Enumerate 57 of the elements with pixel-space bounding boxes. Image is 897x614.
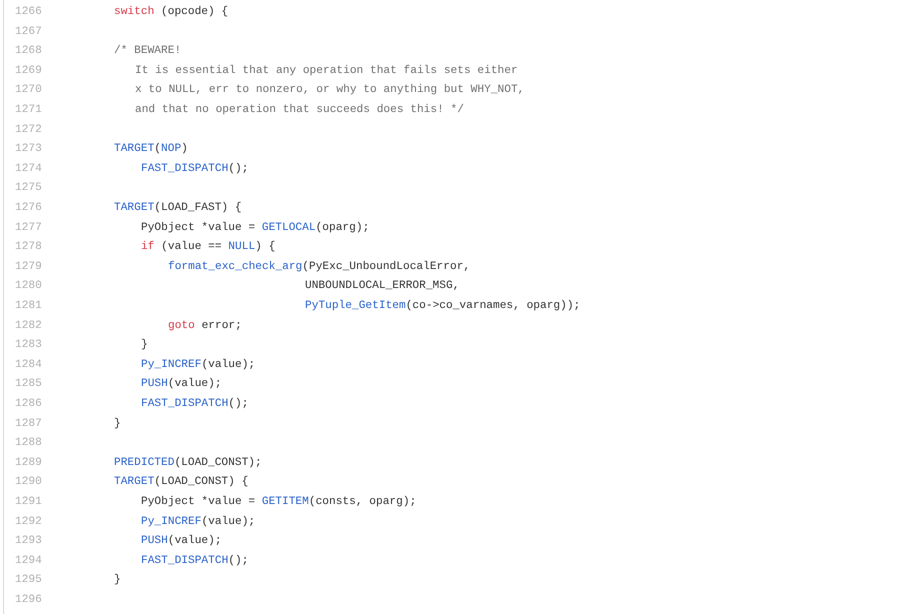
code-line: } (141, 338, 148, 352)
line-number: 1292 (15, 514, 42, 529)
line-number: 1283 (15, 338, 42, 352)
code-line: PUSH(value); (141, 534, 222, 548)
line-number: 1280 (15, 279, 42, 294)
code-line: FAST_DISPATCH(); (141, 162, 248, 176)
code-line: PREDICTED(LOAD_CONST); (114, 456, 262, 470)
code-line: PyObject *value = GETLOCAL(oparg); (141, 220, 370, 235)
code-line: FAST_DISPATCH(); (141, 554, 248, 568)
code-line: } (114, 573, 121, 588)
line-number: 1284 (15, 358, 42, 372)
line-number: 1278 (15, 240, 42, 254)
code-line: switch (opcode) { (114, 5, 228, 19)
line-number: 1291 (15, 495, 42, 509)
line-number: 1273 (15, 142, 42, 156)
line-number: 1285 (15, 377, 42, 392)
code-line: format_exc_check_arg(PyExc_UnboundLocalError, (168, 260, 470, 274)
code-comment: and that no operation that succeeds does this! */ (135, 103, 464, 117)
line-number: 1282 (15, 318, 42, 333)
line-number: 1270 (15, 83, 42, 98)
code-line: PyObject *value = GETITEM(consts, oparg); (141, 495, 416, 509)
line-number: 1272 (15, 122, 42, 137)
line-number: 1267 (15, 24, 42, 39)
code-line: if (value == NULL) { (141, 240, 276, 254)
code-comment: /* BEWARE! (114, 44, 182, 58)
line-number: 1296 (15, 593, 42, 607)
code-line: goto error; (168, 318, 242, 333)
code-line: TARGET(NOP) (114, 142, 188, 156)
line-number: 1279 (15, 260, 42, 274)
code-line: Py_INCREF(value); (141, 514, 256, 529)
line-number: 1289 (15, 456, 42, 470)
code-line: FAST_DISPATCH(); (141, 397, 248, 411)
line-number: 1268 (15, 44, 42, 58)
line-number: 1294 (15, 554, 42, 568)
code-line: PUSH(value); (141, 377, 222, 392)
line-number: 1274 (15, 162, 42, 176)
line-number: 1277 (15, 220, 42, 235)
code-line: UNBOUNDLOCAL_ERROR_MSG, (305, 279, 460, 294)
code-line: TARGET(LOAD_CONST) { (114, 475, 248, 490)
line-number: 1288 (15, 436, 42, 450)
line-number: 1290 (15, 475, 42, 490)
line-number: 1266 (15, 5, 42, 19)
code-comment: x to NULL, err to nonzero, or why to anything but WHY_NOT, (135, 83, 524, 98)
line-number: 1269 (15, 64, 42, 78)
line-number: 1281 (15, 299, 42, 313)
code-line: PyTuple_GetItem(co->co_varnames, oparg)); (305, 299, 580, 313)
code-comment: It is essential that any operation that fails sets either (135, 64, 518, 78)
code-line: TARGET(LOAD_FAST) { (114, 201, 242, 215)
code-line: Py_INCREF(value); (141, 358, 256, 372)
code-line: } (114, 416, 121, 431)
line-number: 1293 (15, 534, 42, 548)
line-number: 1276 (15, 201, 42, 215)
line-number: 1275 (15, 181, 42, 196)
line-number: 1271 (15, 103, 42, 117)
line-number: 1295 (15, 573, 42, 588)
line-number: 1287 (15, 416, 42, 431)
line-number: 1286 (15, 397, 42, 411)
